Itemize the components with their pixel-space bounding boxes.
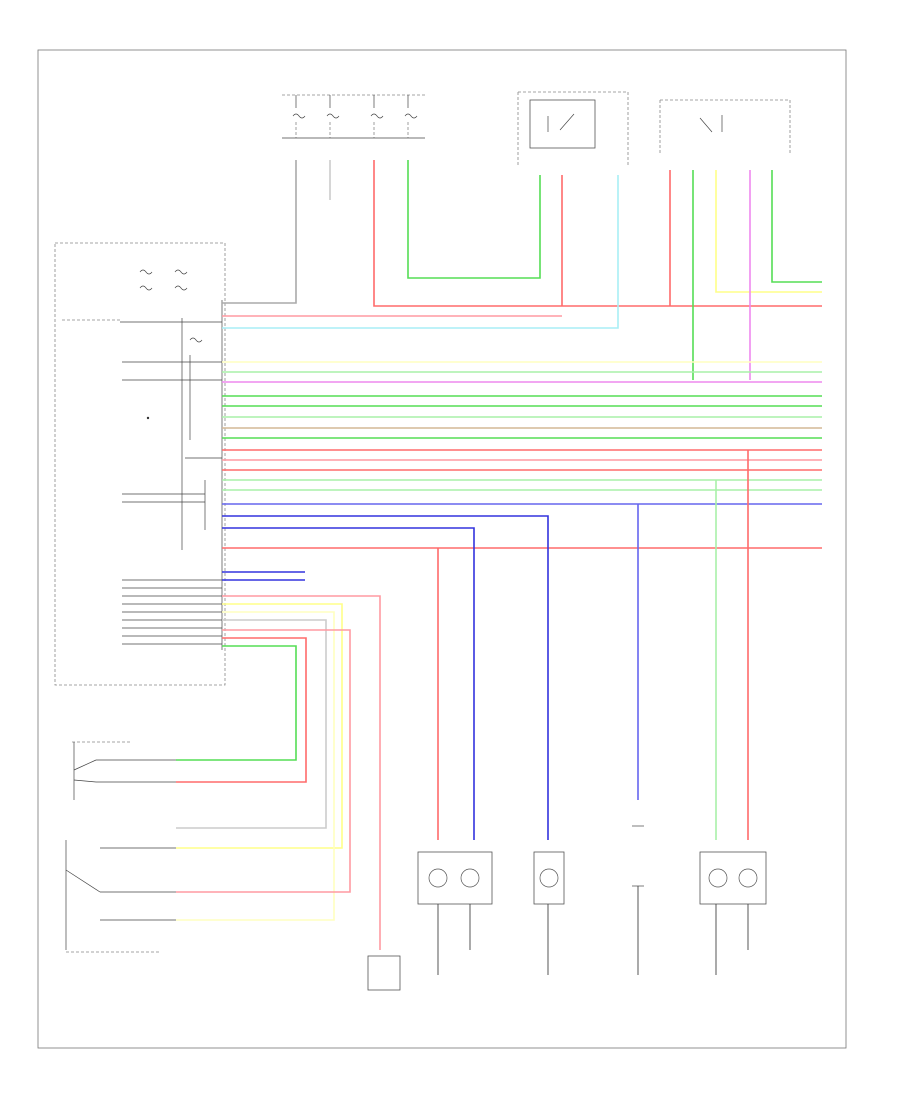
headlight-switch [65,840,176,953]
wire-bundle [222,160,822,380]
left-position-light [632,825,644,887]
control-unit-left [54,242,226,686]
vertical-drops [222,450,749,840]
fuse-block-top [282,94,425,139]
left-fog-light [533,851,565,905]
headlight-relay-top-right [659,99,791,155]
right-headlight [699,851,767,905]
fuse-icon [139,269,203,343]
leveling-actuator [367,955,401,991]
fuse-icon [292,113,418,119]
tail-light-relay [517,91,629,165]
turn-signal-switch [72,741,176,800]
horizontal-bus [222,361,822,549]
lower-left-bundle [122,571,381,950]
ground-icon [437,886,749,975]
diagram-frame [37,49,847,1049]
left-headlight [417,851,493,905]
